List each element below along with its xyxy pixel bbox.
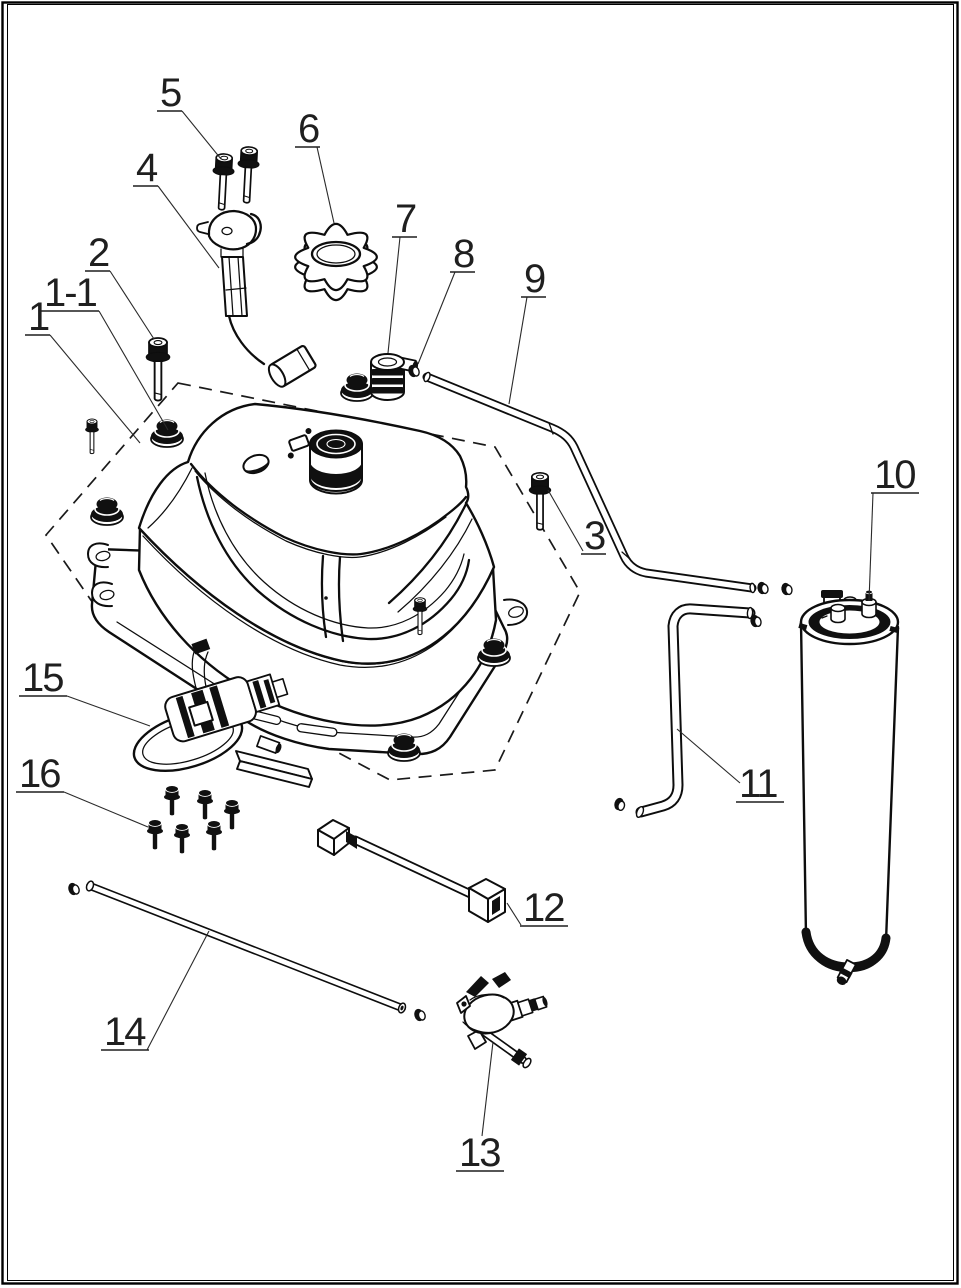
callout-7-leader [387,236,401,354]
callout-10: 10 [874,453,915,497]
callout-16-leader [63,791,149,828]
callout-5: 5 [160,71,181,115]
callout-8-leader [417,271,456,365]
callout-14: 14 [104,1010,146,1054]
part-fuel-outlet-joint [370,353,419,401]
callout-3: 3 [584,514,605,558]
callout-13: 13 [459,1131,500,1175]
part-fuel-filler-cap [294,222,378,302]
part-fuel-level-sender [196,209,317,388]
callout-12-leader [506,902,522,926]
part-bent-hose [612,603,763,819]
part-fuel-valve-petcock [456,972,548,1069]
callout-8: 8 [453,232,474,276]
part-fuel-tank-assembly-boundary [44,382,581,781]
part-fuel-pump [132,638,313,788]
callout-13-leader [481,1041,494,1137]
part-fuel-hose [317,819,506,923]
callout-1: 1 [28,295,49,339]
callout-11: 11 [739,762,777,806]
part-fuel-tank [87,402,529,756]
callout-9: 9 [524,257,545,301]
callout-10-leader [868,492,874,602]
part-fuel-tube [66,880,427,1023]
callout-9-leader [508,296,528,405]
callout-4-leader [157,185,220,269]
callout-1-1-leader [98,310,169,431]
callout-16: 16 [19,752,60,796]
callout-12: 12 [523,886,564,930]
callout-3-leader [547,489,584,552]
callout-1-leader [49,334,141,444]
callout-5-leader [181,110,222,160]
callout-7: 7 [395,197,416,241]
callout-6-leader [316,146,335,224]
callout-2: 2 [88,231,109,275]
part-fuel-pipe [422,371,794,597]
callout-6: 6 [298,107,319,151]
callout-1-1: 1-1 [44,271,97,315]
callout-14-leader [146,930,210,1051]
callout-4: 4 [136,146,158,190]
callout-2-leader [109,270,155,340]
callout-15-leader [66,695,151,727]
callout-15: 15 [22,656,63,700]
part-canister [798,589,900,986]
callout-11-leader [676,728,741,784]
callout-layer: 11-12 3 45 6 78 9 10 11 12 13 14 15 16 [16,71,919,1175]
